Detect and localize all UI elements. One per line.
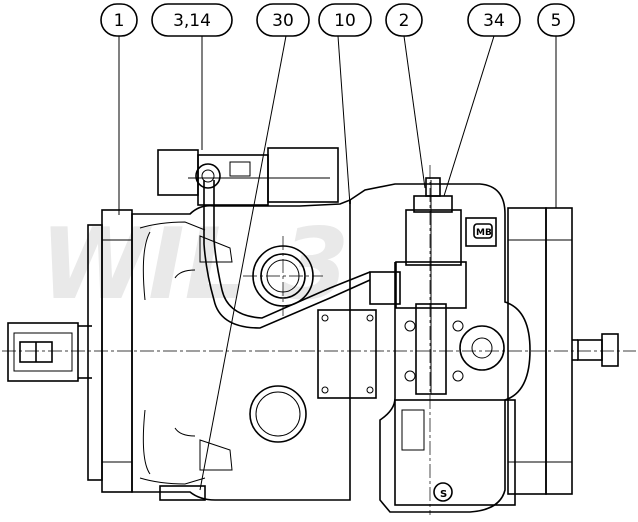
mb-plug-label: MB (476, 228, 492, 238)
callout-6-label: 34 (483, 11, 505, 31)
callout-3-label: 30 (272, 11, 294, 31)
callout-2-label: 3,14 (173, 11, 211, 31)
drive-shaft (7, 322, 92, 382)
callout-7-label: 5 (551, 11, 562, 31)
centerlines (2, 165, 636, 515)
end-housing (379, 183, 573, 513)
control-valve (369, 177, 497, 395)
callout-3: 30 (256, 3, 310, 37)
pressure-port (249, 385, 307, 443)
callout-4-label: 10 (334, 11, 356, 31)
callout-2: 3,14 (151, 3, 233, 37)
leader-lines (118, 35, 557, 491)
callout-1-label: 1 (114, 11, 125, 31)
callout-1: 1 (100, 3, 138, 37)
callout-6: 34 (467, 3, 521, 37)
s-plug-label: S (440, 489, 447, 500)
pilot-tube (203, 180, 371, 329)
callout-5-label: 2 (399, 11, 410, 31)
rear-shaft (572, 333, 619, 367)
callout-7: 5 (537, 3, 575, 37)
control-head (157, 147, 339, 206)
callout-4: 10 (318, 3, 372, 37)
pump-housing (131, 198, 351, 501)
mb-plug (473, 223, 493, 239)
callout-5: 2 (385, 3, 423, 37)
